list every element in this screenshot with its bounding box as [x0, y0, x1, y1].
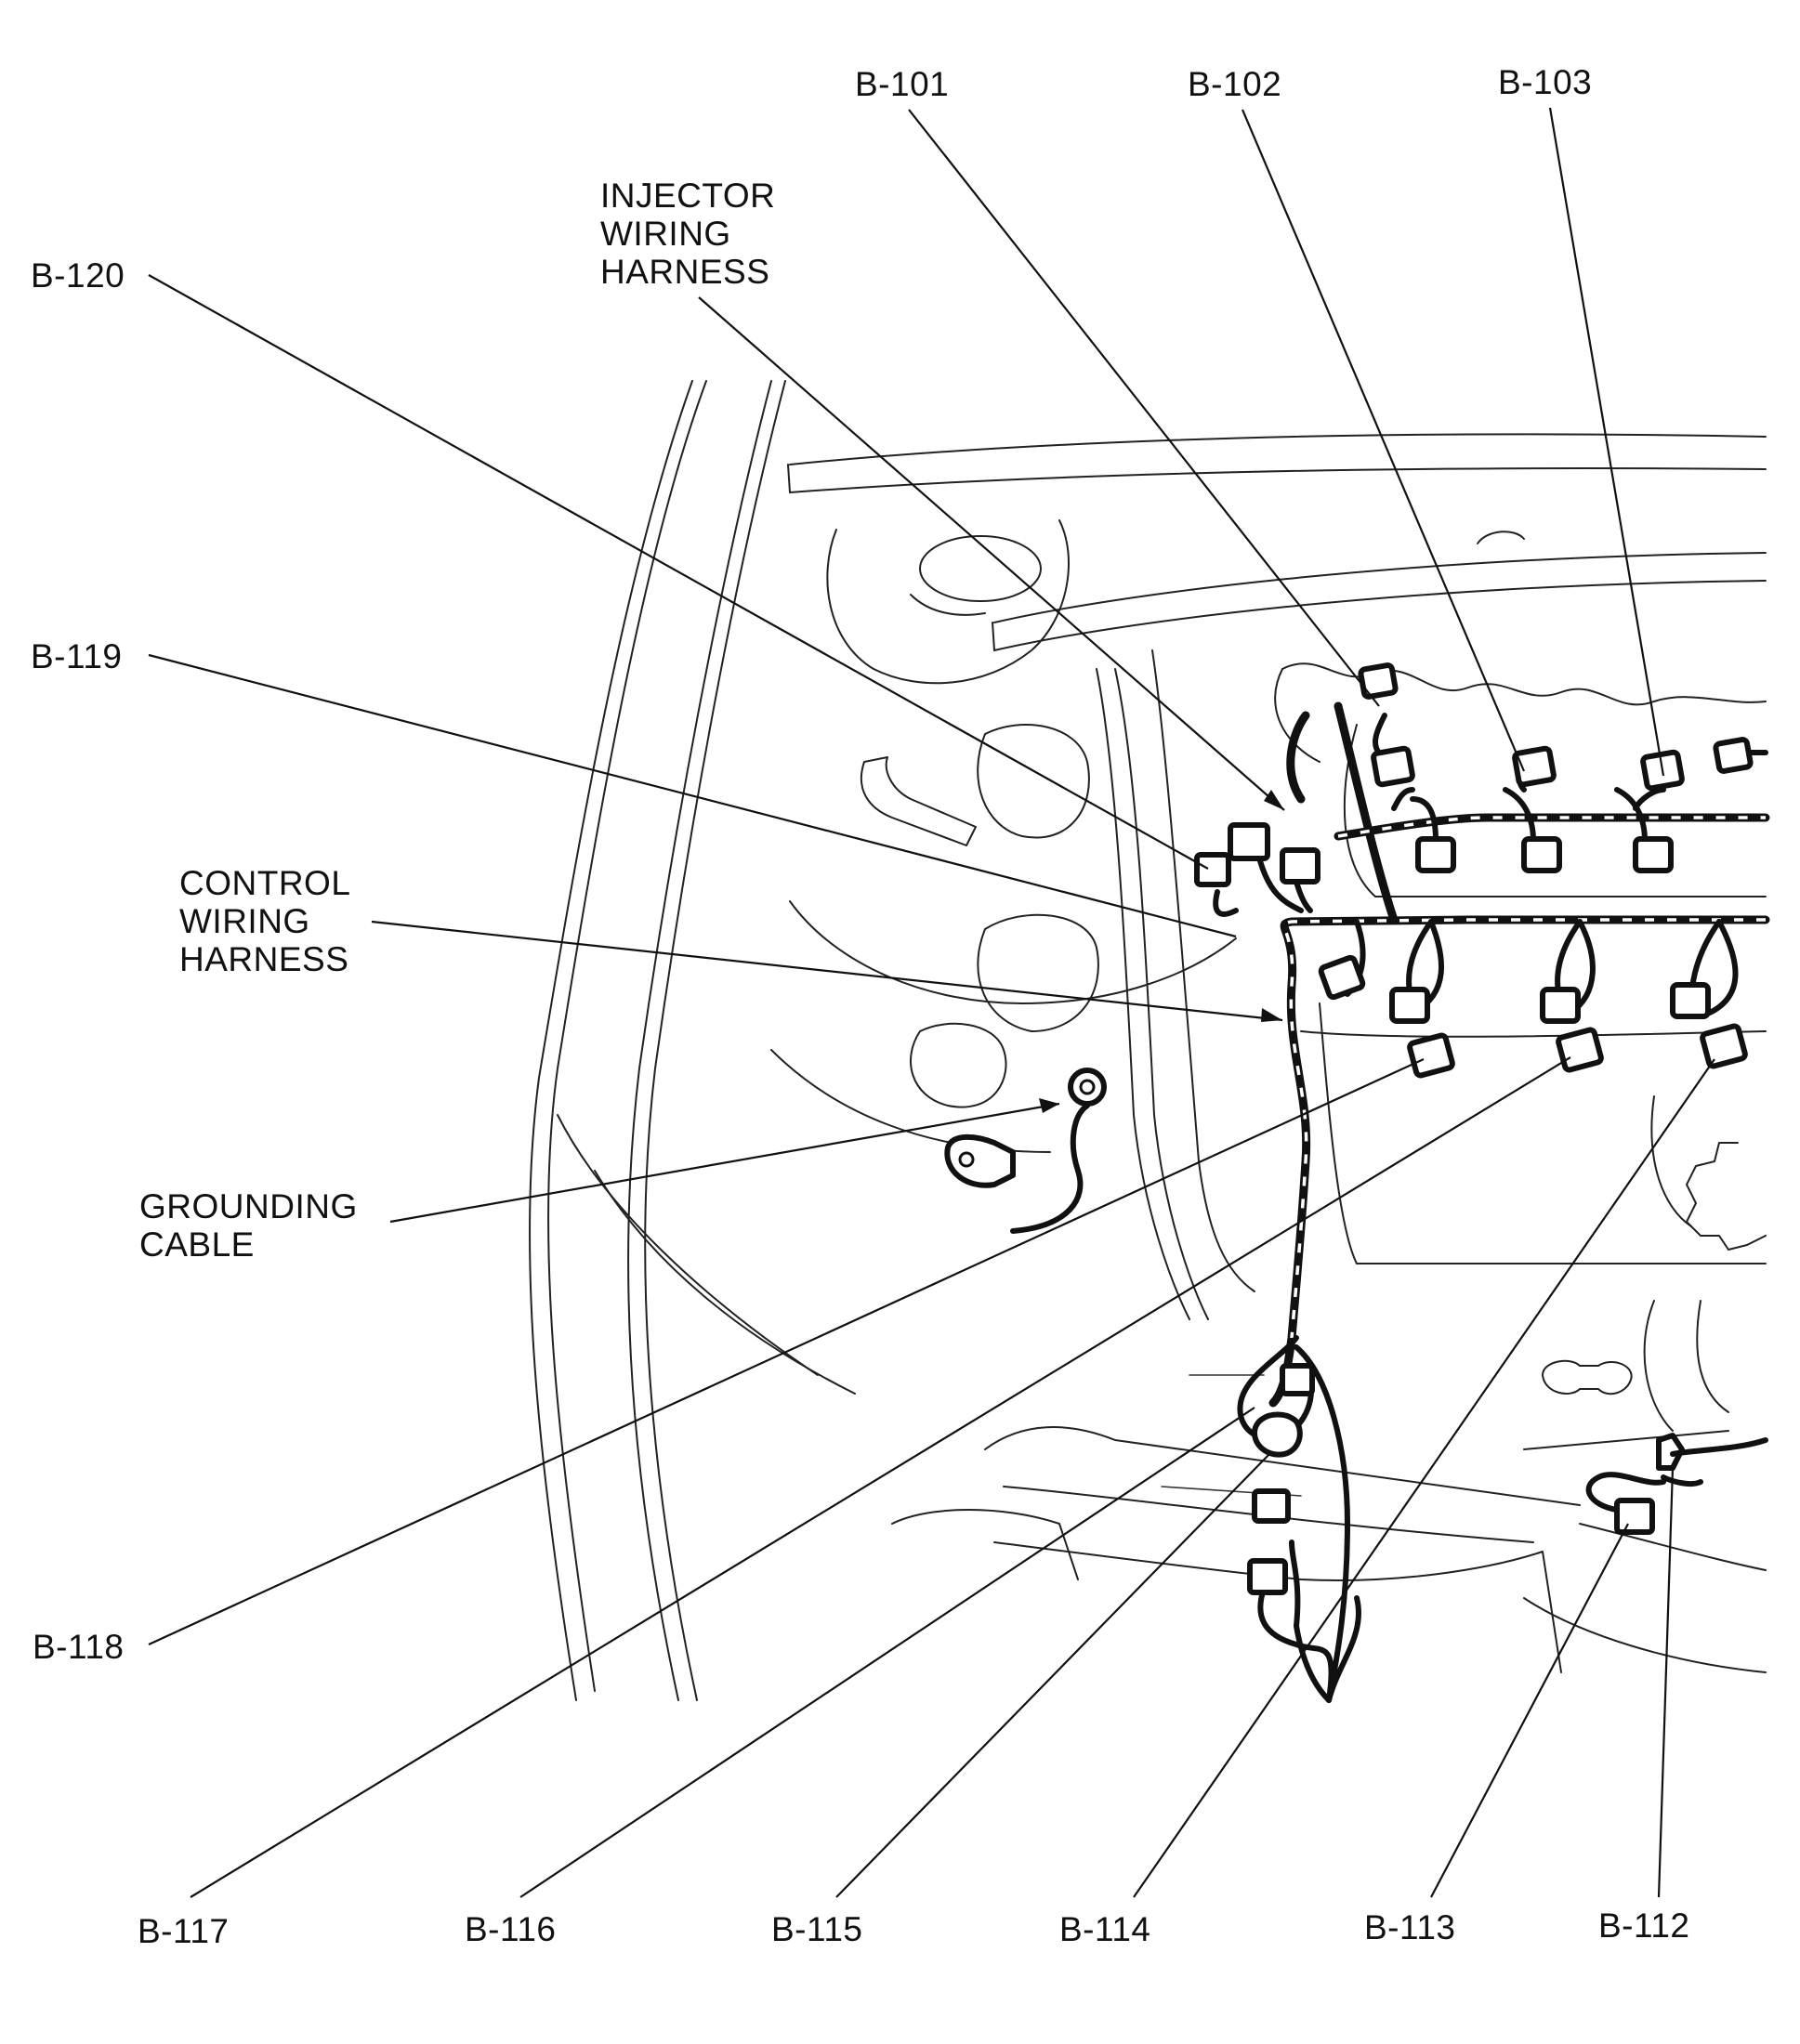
label-b114: B-114	[1059, 1910, 1151, 1948]
label-grounding-cable: GROUNDING CABLE	[139, 1187, 358, 1264]
label-b112: B-112	[1598, 1906, 1690, 1945]
label-injector-line2: WIRING	[600, 215, 731, 253]
leader-grounding	[389, 1102, 1060, 1224]
connectors	[1194, 662, 1768, 1595]
label-b119: B-119	[31, 637, 123, 675]
label-grounding-line1: GROUNDING	[139, 1187, 358, 1225]
label-b102: B-102	[1188, 65, 1282, 103]
leader-b113	[1430, 1523, 1629, 1898]
label-control-line1: CONTROL	[179, 864, 351, 902]
leader-b114	[1133, 1058, 1715, 1898]
injector-wiring-harness-bundle	[1213, 701, 1770, 924]
label-injector-wiring-harness: INJECTOR WIRING HARNESS	[600, 177, 775, 291]
label-control-line3: HARNESS	[179, 940, 349, 978]
label-grounding-line2: CABLE	[139, 1225, 255, 1264]
leader-b115	[835, 1451, 1272, 1898]
leader-b117	[190, 1056, 1571, 1898]
label-b101: B-101	[855, 65, 950, 103]
control-wiring-harness-bundle	[1237, 915, 1770, 1703]
leader-b103	[1548, 107, 1665, 777]
leader-injector	[698, 296, 1285, 811]
label-b113: B-113	[1364, 1908, 1456, 1946]
label-b117: B-117	[138, 1912, 230, 1950]
leader-b120	[148, 274, 1209, 870]
label-b115: B-115	[771, 1910, 863, 1948]
leader-lines	[148, 107, 1715, 1898]
label-control-line2: WIRING	[179, 902, 310, 940]
label-b103: B-103	[1498, 63, 1593, 101]
leader-b102	[1241, 109, 1526, 772]
label-b118: B-118	[33, 1628, 125, 1666]
grounding-cable	[944, 1068, 1107, 1234]
label-injector-line1: INJECTOR	[600, 177, 776, 215]
leader-b119	[148, 653, 1237, 938]
leader-b112	[1657, 1467, 1675, 1898]
label-control-wiring-harness: CONTROL WIRING HARNESS	[179, 864, 350, 978]
leader-b101	[908, 109, 1380, 707]
leader-b118	[148, 1058, 1425, 1645]
leader-b116	[519, 1407, 1255, 1898]
label-injector-line3: HARNESS	[600, 253, 770, 291]
label-b116: B-116	[465, 1910, 557, 1948]
leader-control	[371, 920, 1283, 1022]
label-b120: B-120	[31, 256, 125, 295]
